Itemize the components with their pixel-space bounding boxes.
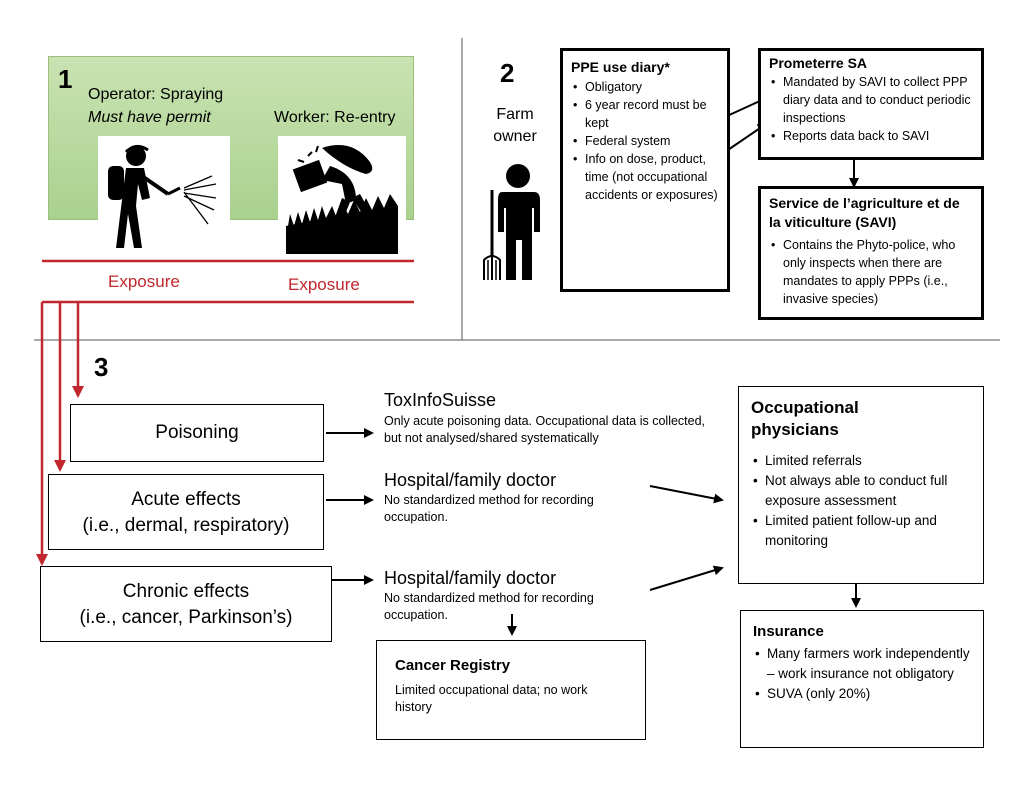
prometerre-item: Mandated by SAVI to collect PPP diary da… [769,73,973,127]
hospital-doctor-chronic-title: Hospital/family doctor [384,568,557,588]
prometerre-item: Reports data back to SAVI [769,127,973,145]
farmer-icon [476,160,548,282]
ppe-diary-item: Obligatory [571,78,719,96]
toxinfo-description: Only acute poisoning data. Occupational … [384,414,706,445]
occupational-physicians-item: Limited patient follow-up and monitoring [751,511,971,551]
savi-box: Service de l’agriculture et de la viticu… [758,186,984,320]
poisoning-box: Poisoning [70,404,324,462]
prometerre-box: Prometerre SA Mandated by SAVI to collec… [758,48,984,160]
poisoning-label: Poisoning [155,422,239,443]
savi-title: Service de l’agriculture et de la viticu… [769,195,960,230]
prometerre-title: Prometerre SA [769,55,868,71]
insurance-box: Insurance Many farmers work independentl… [740,610,984,748]
hospital-doctor-block: Hospital/family doctor No standardized m… [384,470,654,526]
hospital-doctor-title: Hospital/family doctor [384,470,557,490]
toxinfo-title: ToxInfoSuisse [384,390,497,410]
insurance-title: Insurance [753,623,824,640]
chronic-effects-box: Chronic effects (i.e., cancer, Parkinson… [40,566,332,642]
exposure-label-operator: Exposure [108,272,180,291]
ppe-diary-item: Info on dose, product, time (not occupat… [571,150,719,204]
chronic-effects-label: Chronic effects [122,581,250,602]
occupational-physicians-box: Occupational physicians Limited referral… [738,386,984,584]
hospital-doctor-description: No standardized method for recording occ… [384,493,594,524]
section-3-number: 3 [94,352,109,382]
ppe-diary-box: PPE use diary* Obligatory 6 year record … [560,48,730,292]
acute-effects-examples: (i.e., dermal, respiratory) [82,515,290,536]
acute-effects-box: Acute effects (i.e., dermal, respiratory… [48,474,324,550]
hospital-doctor-chronic-block: Hospital/family doctor No standardized m… [384,568,654,624]
re-entry-worker-icon [278,136,406,254]
ppe-diary-item: Federal system [571,132,719,150]
section-2-number: 2 [500,58,515,88]
farm-owner-label: Farm owner [482,104,548,148]
savi-item: Contains the Phyto-police, who only insp… [769,236,973,308]
arrow-hospital2-to-occupational [649,565,724,591]
occupational-physicians-item: Not always able to conduct full exposure… [751,471,971,511]
insurance-item: Many farmers work independently – work i… [753,644,971,684]
ppe-diary-title: PPE use diary* [571,59,670,75]
chronic-effects-examples: (i.e., cancer, Parkinson’s) [79,607,293,628]
ppe-diary-item: 6 year record must be kept [571,96,719,132]
operator-label: Operator: Spraying [88,86,224,103]
occupational-physicians-title: Occupational physicians [751,398,859,439]
acute-effects-label: Acute effects [131,489,241,510]
toxinfo-block: ToxInfoSuisse Only acute poisoning data.… [384,390,724,447]
farm-owner-line1: Farm [496,106,534,123]
occupational-physicians-item: Limited referrals [751,451,971,471]
section-1-number: 1 [58,64,73,94]
farm-owner-line2: owner [493,128,537,145]
hospital-doctor-chronic-description: No standardized method for recording occ… [384,591,594,622]
cancer-registry-box: Cancer Registry Limited occupational dat… [376,640,646,740]
arrow-hospital-to-occupational [649,485,724,504]
sprayer-icon [98,136,230,254]
cancer-registry-title: Cancer Registry [395,657,511,674]
cancer-registry-description: Limited occupational data; no work histo… [395,683,588,714]
exposure-label-worker: Exposure [288,275,360,294]
worker-label: Worker: Re-entry [274,109,396,126]
permit-label: Must have permit [88,109,211,126]
insurance-item: SUVA (only 20%) [753,684,971,704]
